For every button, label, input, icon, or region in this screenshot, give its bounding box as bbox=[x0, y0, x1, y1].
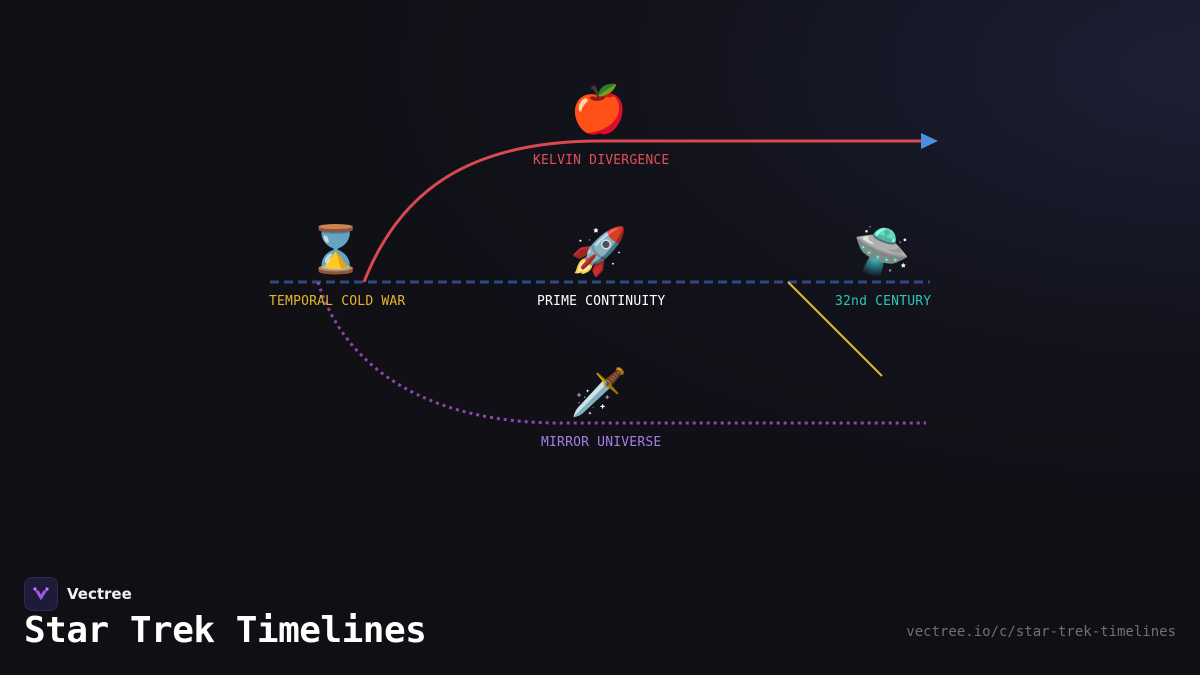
vectree-logo-icon bbox=[24, 577, 58, 611]
hourglass-icon: ⌛ bbox=[307, 222, 365, 276]
mirror-universe-label: MIRROR UNIVERSE bbox=[541, 435, 662, 450]
32nd-century-label: 32nd CENTURY bbox=[835, 294, 932, 309]
kelvin-timeline-line bbox=[362, 139, 922, 283]
apple-icon: 🍎 bbox=[570, 82, 628, 136]
brand-name: Vectree bbox=[67, 585, 132, 603]
rocket-icon: 🚀 bbox=[570, 224, 628, 278]
flying-saucer-icon: 🛸 bbox=[853, 224, 911, 278]
prime-continuity-label: PRIME CONTINUITY bbox=[537, 294, 666, 309]
temporal-cold-war-label: TEMPORAL COLD WAR bbox=[269, 294, 406, 309]
brand: Vectree bbox=[24, 577, 132, 611]
mirror-timeline-line bbox=[316, 281, 926, 425]
century-timeline-line bbox=[787, 281, 883, 377]
page-url[interactable]: vectree.io/c/star-trek-timelines bbox=[906, 624, 1176, 640]
kelvin-arrow-head bbox=[921, 133, 938, 149]
page-title: Star Trek Timelines bbox=[24, 610, 427, 651]
kelvin-divergence-label: KELVIN DIVERGENCE bbox=[533, 153, 670, 168]
dagger-icon: 🗡️ bbox=[570, 365, 628, 419]
